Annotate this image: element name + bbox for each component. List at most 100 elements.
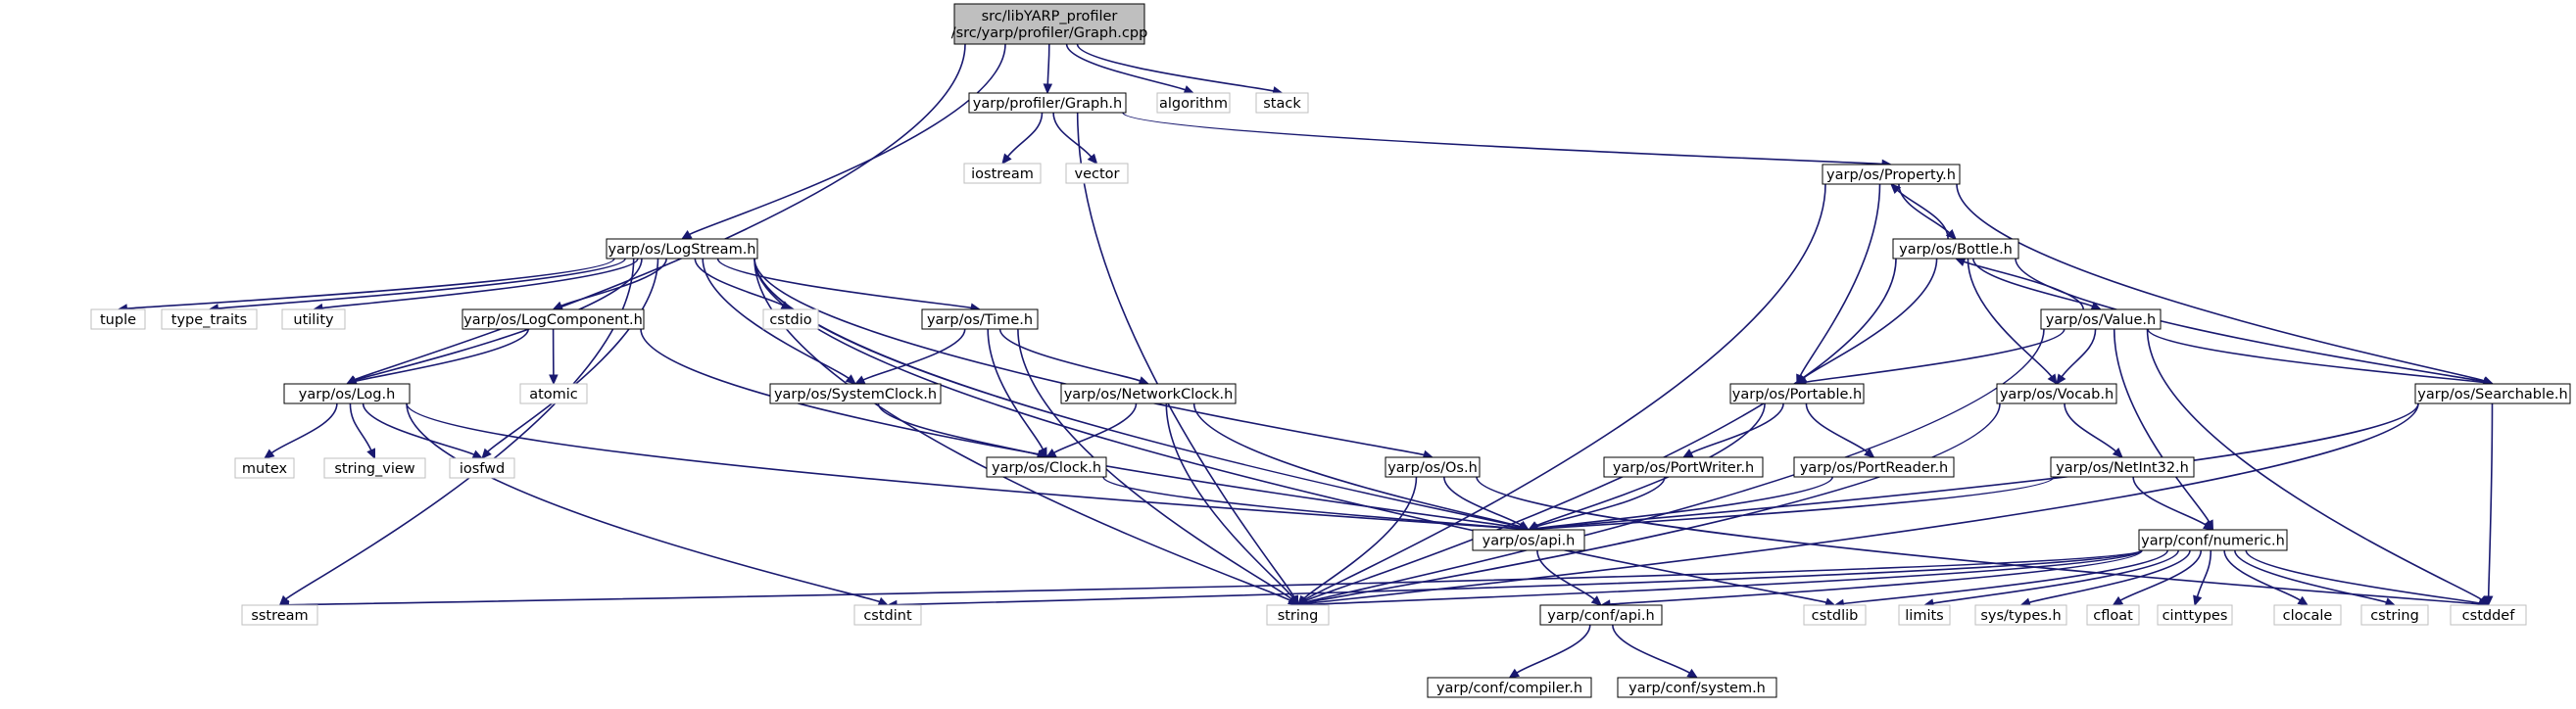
- node-portwriter-h[interactable]: yarp/os/PortWriter.h: [1603, 456, 1764, 478]
- node-conf-api-h[interactable]: yarp/conf/api.h: [1539, 604, 1663, 626]
- node-string: string: [1266, 604, 1330, 626]
- edge-logcomponent_h-to-atomic: [549, 328, 559, 386]
- node-mutex: mutex: [234, 457, 295, 479]
- node-system-h[interactable]: yarp/conf/system.h: [1617, 677, 1777, 698]
- node-label: cstdint: [863, 608, 912, 624]
- node-property-h[interactable]: yarp/os/Property.h: [1822, 164, 1961, 185]
- edge-root-to-stack: [1076, 43, 1284, 96]
- edge-logstream_h-to-cstdio: [694, 258, 793, 310]
- node-label: type_traits: [171, 312, 247, 328]
- node-graph-h[interactable]: yarp/profiler/Graph.h: [968, 92, 1127, 114]
- node-sstream: sstream: [241, 604, 318, 626]
- node-label: yarp/os/Os.h: [1387, 460, 1478, 476]
- node-searchable-h[interactable]: yarp/os/Searchable.h: [2414, 383, 2571, 404]
- node-box: [853, 604, 922, 626]
- node-box: [606, 238, 758, 260]
- node-logcomponent-h[interactable]: yarp/os/LogComponent.h: [462, 308, 645, 330]
- node-value-h[interactable]: yarp/os/Value.h: [2040, 308, 2162, 330]
- node-clock-h[interactable]: yarp/os/Clock.h: [986, 456, 1107, 478]
- node-box: [2273, 604, 2342, 626]
- edge-logstream_h-to-iosfwd: [481, 258, 659, 459]
- node-box: [519, 383, 588, 404]
- node-label: cstring: [2370, 608, 2419, 624]
- node-vocab-h[interactable]: yarp/os/Vocab.h: [1996, 383, 2117, 404]
- node-box: [90, 308, 146, 330]
- node-box: [968, 92, 1127, 114]
- node-networkclock-h[interactable]: yarp/os/NetworkClock.h: [1060, 383, 1237, 404]
- node-os-api-h[interactable]: yarp/os/api.h: [1472, 529, 1585, 551]
- edge-logstream_h-to-tuple: [117, 258, 615, 313]
- edge-networkclock_h-to-string: [1165, 402, 1299, 607]
- node-label: cstdlib: [1812, 608, 1859, 624]
- edge-layer: [117, 43, 2495, 679]
- node-label: mutex: [242, 461, 288, 477]
- node-label: yarp/os/SystemClock.h: [774, 387, 937, 402]
- edge-numeric_h-to-cinttypes: [2193, 549, 2212, 607]
- edge-logstream_h-to-cstdlib: [753, 258, 1836, 607]
- node-label: stack: [1263, 96, 1301, 112]
- node-cstring: cstring: [2360, 604, 2429, 626]
- node-bottle-h[interactable]: yarp/os/Bottle.h: [1892, 238, 2019, 260]
- edge-value_h-to-bottle_h: [1954, 258, 2084, 310]
- node-cstdint: cstdint: [853, 604, 922, 626]
- edge-log_h-to-mutex: [264, 402, 338, 459]
- edge-time_h-to-clock_h: [987, 328, 1047, 459]
- node-type-traits: type_traits: [161, 308, 258, 330]
- edge-log_h-to-iosfwd: [362, 402, 484, 459]
- node-portreader-h[interactable]: yarp/os/PortReader.h: [1793, 456, 1955, 478]
- node-label: yarp/os/Time.h: [927, 312, 1033, 328]
- node-label: yarp/os/LogComponent.h: [463, 312, 643, 328]
- node-netint32-h[interactable]: yarp/os/NetInt32.h: [2050, 456, 2195, 478]
- node-box: [281, 308, 346, 330]
- edge-graph_h-to-iostream: [1001, 112, 1044, 165]
- node-compiler-h[interactable]: yarp/conf/compiler.h: [1427, 677, 1592, 698]
- edge-log_h-to-cstdint: [406, 402, 890, 606]
- edge-logcomponent_h-to-os_api_h: [640, 328, 1531, 533]
- edge-logstream_h-to-systemclock_h: [702, 258, 856, 385]
- node-stack: stack: [1255, 92, 1309, 114]
- node-box: [1539, 604, 1663, 626]
- node-box: [2050, 456, 2195, 478]
- node-label: yarp/os/Searchable.h: [2417, 387, 2567, 402]
- node-logstream-h[interactable]: yarp/os/LogStream.h: [606, 238, 758, 260]
- node-time-h[interactable]: yarp/os/Time.h: [921, 308, 1039, 330]
- node-tuple: tuple: [90, 308, 146, 330]
- node-box: [1065, 163, 1129, 184]
- edge-graph_h-to-vector: [1052, 112, 1098, 165]
- node-label: string_view: [334, 461, 414, 477]
- node-label: yarp/os/Portable.h: [1732, 387, 1862, 402]
- node-label: cfloat: [2093, 608, 2133, 624]
- node-numeric-h[interactable]: yarp/conf/numeric.h: [2138, 529, 2288, 551]
- node-box: [986, 456, 1107, 478]
- edge-property_h-to-portable_h: [1796, 183, 1881, 386]
- node-log-h[interactable]: yarp/os/Log.h: [283, 383, 411, 404]
- edge-logstream_h-to-time_h: [716, 258, 982, 312]
- node-label: cinttypes: [2163, 608, 2228, 624]
- node-box: [1603, 456, 1764, 478]
- node-systemclock-h[interactable]: yarp/os/SystemClock.h: [769, 383, 942, 404]
- node-label: vector: [1075, 166, 1120, 182]
- node-label: atomic: [529, 387, 578, 402]
- edge-root-to-graph_h: [1043, 43, 1053, 95]
- edge-property_h-to-searchable_h: [1956, 183, 2495, 386]
- edge-bottle_h-to-property_h: [1890, 183, 1949, 240]
- node-label: yarp/conf/api.h: [1547, 608, 1654, 624]
- node-label: clocale: [2283, 608, 2333, 624]
- node-clocale: clocale: [2273, 604, 2342, 626]
- node-label: yarp/os/Log.h: [299, 387, 396, 402]
- node-limits: limits: [1898, 604, 1951, 626]
- node-os-h[interactable]: yarp/os/Os.h: [1385, 456, 1481, 478]
- node-string-view: string_view: [323, 457, 426, 479]
- edge-conf_api_h-to-compiler_h: [1508, 624, 1591, 679]
- node-cstdlib: cstdlib: [1803, 604, 1867, 626]
- node-label: yarp/os/NetInt32.h: [2056, 460, 2189, 476]
- node-utility: utility: [281, 308, 346, 330]
- node-box: [1793, 456, 1955, 478]
- node-box: [2040, 308, 2162, 330]
- node-box: [963, 163, 1042, 184]
- node-portable-h[interactable]: yarp/os/Portable.h: [1729, 383, 1865, 404]
- node-box: [2414, 383, 2571, 404]
- node-label: tuple: [100, 312, 136, 328]
- node-label: limits: [1905, 608, 1943, 624]
